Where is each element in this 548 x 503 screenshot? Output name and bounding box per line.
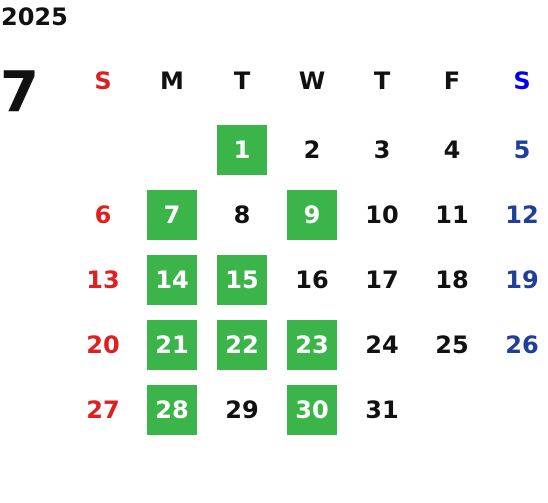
day-cell-highlighted[interactable]: 15 [217, 255, 267, 305]
day-cell [78, 125, 128, 175]
day-cell[interactable]: 29 [225, 396, 259, 424]
day-cell-highlighted[interactable]: 14 [147, 255, 197, 305]
day-cell[interactable]: 6 [94, 201, 112, 229]
day-cell-highlighted[interactable]: 1 [217, 125, 267, 175]
day-cell[interactable]: 26 [505, 331, 539, 359]
weekday-header-fri: F [443, 67, 461, 95]
day-cell[interactable]: 19 [505, 266, 539, 294]
day-cell[interactable]: 4 [443, 136, 461, 164]
day-cell-highlighted[interactable]: 22 [217, 320, 267, 370]
day-cell[interactable]: 2 [303, 136, 321, 164]
day-cell-highlighted[interactable]: 23 [287, 320, 337, 370]
day-cell[interactable]: 20 [86, 331, 120, 359]
day-cell-highlighted[interactable]: 30 [287, 385, 337, 435]
day-cell[interactable]: 24 [365, 331, 399, 359]
day-cell-highlighted[interactable]: 7 [147, 190, 197, 240]
day-cell-highlighted[interactable]: 21 [147, 320, 197, 370]
day-cell [427, 385, 477, 435]
day-cell[interactable]: 27 [86, 396, 120, 424]
weekday-header-tue: T [233, 67, 251, 95]
year-label: 2025 [1, 3, 68, 31]
day-cell[interactable]: 18 [435, 266, 469, 294]
day-cell[interactable]: 12 [505, 201, 539, 229]
day-cell-highlighted[interactable]: 28 [147, 385, 197, 435]
day-cell[interactable]: 8 [233, 201, 251, 229]
day-cell[interactable]: 5 [513, 136, 531, 164]
weekday-header-sat: S [513, 67, 531, 95]
day-cell[interactable]: 11 [435, 201, 469, 229]
day-cell[interactable]: 17 [365, 266, 399, 294]
month-label: 7 [0, 60, 39, 125]
day-cell-highlighted[interactable]: 9 [287, 190, 337, 240]
day-cell [147, 125, 197, 175]
day-cell[interactable]: 13 [86, 266, 120, 294]
weekday-header-sun: S [94, 67, 112, 95]
day-cell[interactable]: 16 [295, 266, 329, 294]
weekday-header-wed: W [298, 67, 326, 95]
weekday-header-thu: T [373, 67, 391, 95]
weekday-header-mon: M [160, 67, 184, 95]
day-cell [497, 385, 547, 435]
day-cell[interactable]: 31 [365, 396, 399, 424]
day-cell[interactable]: 3 [373, 136, 391, 164]
day-cell[interactable]: 10 [365, 201, 399, 229]
day-cell[interactable]: 25 [435, 331, 469, 359]
